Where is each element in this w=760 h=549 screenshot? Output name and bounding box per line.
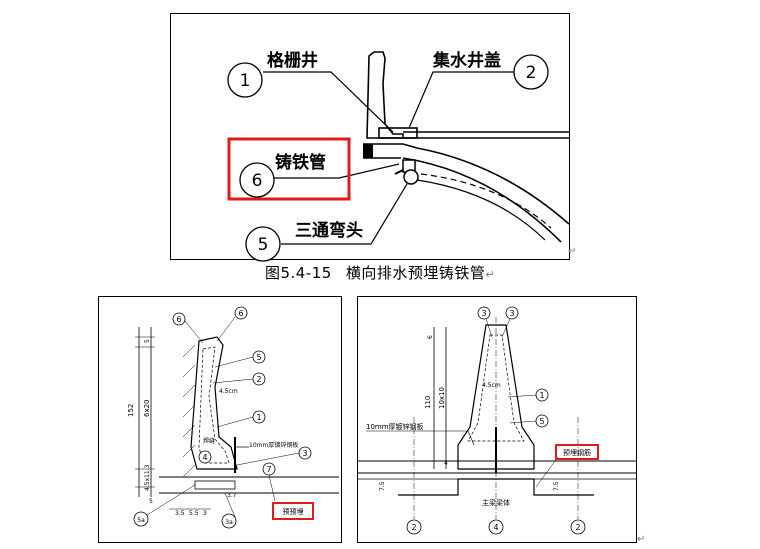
drain-pipe-line — [416, 179, 546, 241]
dim-mid: 6x20 — [143, 399, 151, 417]
marker-1: 1 — [240, 71, 251, 91]
label-grate-well: 格栅井 — [267, 50, 318, 71]
dim-spacing-right: 4.5cm — [482, 382, 501, 389]
dim-inner: 10x10 — [438, 387, 446, 409]
pipe-stub — [394, 169, 404, 175]
marker-4-right: 4 — [493, 523, 498, 532]
label-cast-iron-pipe: 铸铁管 — [275, 152, 326, 173]
marker-2: 2 — [526, 63, 537, 83]
grate-well-detail-figure: 1 2 6 5 格栅井 集水井盖 铸铁管 三通弯头 — [170, 13, 570, 262]
rebar-outline — [198, 346, 230, 464]
anchor-plate — [194, 480, 236, 490]
dim-center: 3.7 — [227, 492, 237, 499]
drain-pipe-dashed — [420, 173, 552, 229]
slab-hatch — [363, 144, 373, 158]
marker-6b: 6 — [238, 309, 243, 318]
marker-3a-right: 3 — [481, 309, 486, 318]
dim-b2: 5.5 — [189, 510, 199, 517]
caption-return-mark: ↵ — [485, 268, 496, 281]
barrier-section-drawing: 152 5 6x20 4.5x11.3 5 10mm厚镀锌钢板 焊缝 4.5cm… — [127, 306, 339, 529]
dim-lower: 4.5x11.3 — [144, 464, 151, 491]
left-leaders — [146, 316, 300, 518]
grate-well-drawing: 1 2 6 5 格栅井 集水井盖 铸铁管 三通弯头 — [227, 50, 570, 262]
label-embedded-rebar: 预埋钢筋 — [563, 448, 591, 457]
marker-3a: 3a — [225, 519, 233, 526]
marker-5-circle — [245, 226, 281, 262]
left-markers: 6 6 5 2 1 4 3 7 5a 3a — [133, 306, 312, 529]
label-embedded: 预预埋 — [283, 507, 304, 516]
marker-7: 7 — [266, 465, 271, 474]
marker-6: 6 — [252, 171, 263, 191]
label-collector-cover: 集水井盖 — [432, 50, 501, 71]
dim-top: 6 — [427, 335, 434, 339]
label-tee-elbow: 三通弯头 — [295, 220, 363, 241]
dim-spacing: 4.5cm — [219, 388, 238, 395]
caption-number: 图5.4-15 — [264, 264, 332, 282]
embedded-highlight — [272, 502, 314, 520]
barrier-shape — [190, 336, 238, 470]
tee-elbow-shape — [403, 169, 419, 185]
dim-left-h: 7.5 — [379, 481, 386, 491]
right-leaders — [485, 318, 559, 488]
label-weld: 焊缝 — [203, 437, 215, 445]
marker-6-circle — [239, 162, 275, 198]
leader-6 — [271, 163, 400, 179]
centerlines — [413, 317, 579, 519]
barrier-front-figure: 6 110 10x10 4 7.5 7.5 主梁梁体 4.5cm 10mm厚镀锌… — [357, 296, 637, 543]
label-plate-right: 10mm厚镀锌钢板 — [366, 422, 424, 431]
dim-b1: 3.5 — [175, 510, 185, 517]
dim-b3: 3 — [203, 510, 207, 517]
marker-5a: 5a — [137, 517, 145, 524]
leader-5 — [281, 183, 408, 245]
rebar-cage — [467, 334, 525, 442]
embedded-rebar-highlight — [555, 444, 599, 460]
leader-1 — [263, 71, 394, 133]
marker-6a: 6 — [176, 315, 181, 324]
marker-2: 2 — [256, 375, 261, 384]
barrier-front-shape — [457, 324, 535, 470]
marker-1-right: 1 — [539, 391, 544, 400]
barrier-front-drawing: 6 110 10x10 4 7.5 7.5 主梁梁体 4.5cm 10mm厚镀锌… — [358, 306, 636, 535]
beam-curve-lower — [402, 157, 562, 243]
barrier-profile — [366, 51, 404, 139]
return-mark: ↵ — [568, 246, 577, 257]
marker-1: 1 — [256, 413, 261, 422]
marker-2-circle — [513, 54, 549, 90]
hatch — [182, 344, 196, 478]
label-main-beam: 主梁梁体 — [482, 498, 510, 507]
grate-well-box — [378, 127, 418, 139]
marker-2b-right: 2 — [575, 523, 580, 532]
figure-caption: 图5.4-15 横向排水预埋铸铁管↵ — [0, 262, 760, 283]
marker-2a-right: 2 — [411, 523, 416, 532]
dim-low: 4 — [444, 460, 448, 467]
dim-height: 110 — [424, 396, 432, 409]
marker-3b-right: 3 — [509, 309, 514, 318]
dim-total: 152 — [127, 404, 135, 417]
dim-bottom: 5 — [149, 498, 153, 505]
marker-4: 4 — [202, 453, 207, 462]
dim-right-h: 7.5 — [553, 481, 560, 491]
barrier-section-figure: 152 5 6x20 4.5x11.3 5 10mm厚镀锌钢板 焊缝 4.5cm… — [98, 296, 342, 543]
leader-2 — [408, 71, 521, 129]
highlight-box — [227, 137, 351, 201]
dim-upper: 5 — [144, 339, 151, 343]
marker-5-right: 5 — [539, 417, 544, 426]
slab-line — [363, 143, 418, 149]
marker-5: 5 — [258, 235, 269, 255]
label-plate: 10mm厚镀锌钢板 — [249, 441, 298, 449]
marker-5: 5 — [256, 353, 261, 362]
marker-1-circle — [227, 62, 263, 98]
beam-curve-upper — [416, 147, 570, 225]
marker-3: 3 — [302, 449, 307, 458]
caption-text: 横向排水预埋铸铁管 — [345, 264, 486, 282]
return-mark-bottom: ↵ — [637, 534, 646, 545]
